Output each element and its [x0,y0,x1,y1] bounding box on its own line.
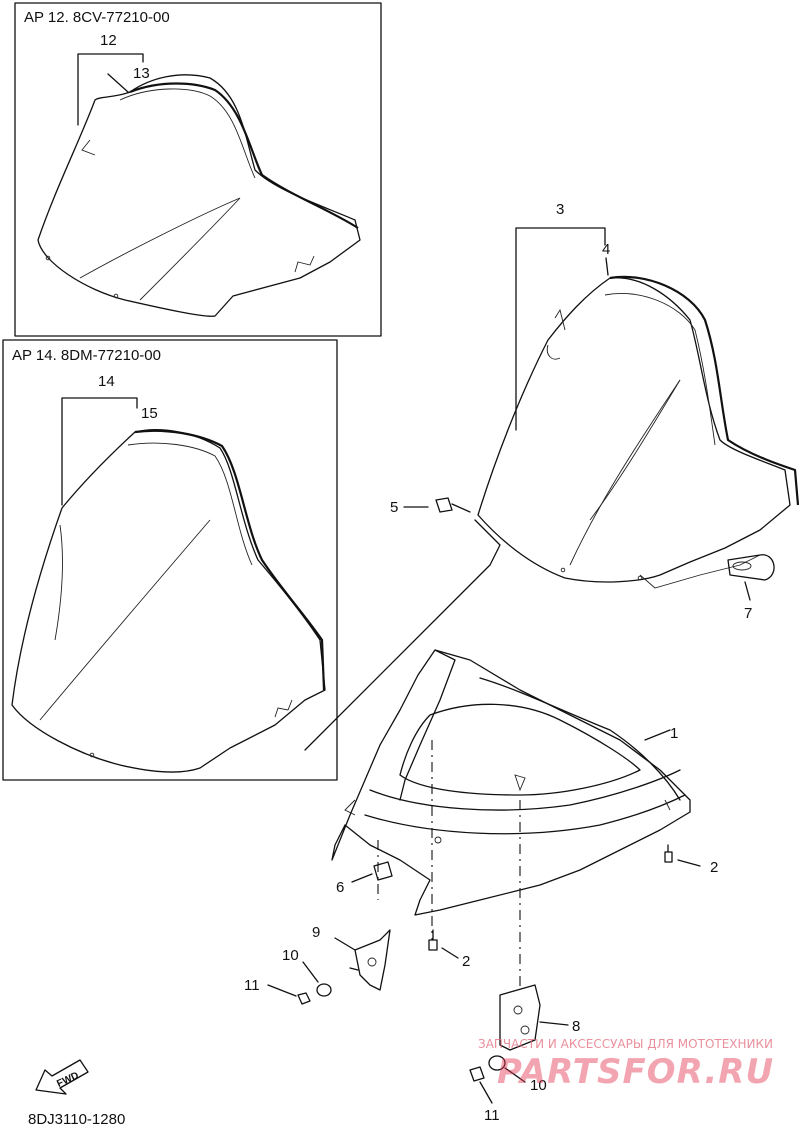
leader-13 [107,73,129,93]
fwd-arrow: FWD [35,1059,89,1095]
bolt-5: 5 [390,497,471,516]
windscreen-main-trim [609,275,800,506]
box-frame [2,339,338,781]
alt-part-box-ap14: AP 14. 8DM-77210-00 14 15 [2,339,338,781]
watermark-logo: PARTSFOR.RU [497,1052,774,1092]
bolt-2-center: 2 [428,929,470,970]
callout-11: 11 [244,977,260,994]
callout-2: 2 [462,953,470,970]
callout-3: 3 [556,201,564,218]
callout-10: 10 [282,947,299,964]
bolt-2-right: 2 [664,844,718,876]
cowl-window [399,703,641,796]
callout-6: 6 [336,879,344,896]
windscreen-ap12-trim [129,82,359,229]
box-title: AP 14. 8DM-77210-00 [12,347,161,364]
nut-11-right: 11 [469,1066,500,1124]
washer-10-left: 10 [282,947,332,997]
grommet-6: 6 [336,861,393,896]
diagram-code: 8DJ3110-1280 [28,1111,125,1128]
callout-8: 8 [572,1018,580,1035]
leader-to-cowl [304,519,501,751]
windscreen-ap12 [37,74,361,317]
bracket [354,929,391,991]
washer-10-right: 10 [488,1055,547,1094]
callout-1: 1 [670,725,678,742]
callout-14: 14 [98,373,115,390]
knob-7: 7 [727,554,775,622]
callout-10: 10 [530,1077,547,1094]
bracket-12 [77,53,144,126]
arrow-icon [35,1059,89,1095]
bracket-14 [61,397,138,506]
bracket-9: 9 [312,924,391,991]
nut-11-left: 11 [244,977,311,1005]
windscreen-main: 3 4 [304,201,800,751]
callout-5: 5 [390,499,398,516]
callout-2: 2 [710,859,718,876]
watermark: ЗАПЧАСТИ И АКСЕССУАРЫ ДЛЯ МОТОТЕХНИКИ PA… [478,1037,774,1092]
callout-13: 13 [133,65,150,82]
box-frame [14,2,382,337]
callout-9: 9 [312,924,320,941]
watermark-tagline: ЗАПЧАСТИ И АКСЕССУАРЫ ДЛЯ МОТОТЕХНИКИ [478,1037,773,1051]
bolt-head [435,497,453,513]
windscreen-ap14-trim [134,429,326,691]
bracket-3 [515,227,606,431]
windscreen-ap14 [11,429,326,773]
bracket [499,984,541,1051]
fwd-label: FWD [55,1070,80,1090]
box-title: AP 12. 8CV-77210-00 [24,9,170,26]
alt-part-box-ap12: AP 12. 8CV-77210-00 12 13 [14,2,382,337]
cowl-1: 1 [331,649,691,916]
callout-15: 15 [141,405,158,422]
bracket-8: 8 [499,984,580,1051]
cowl-outline [331,649,691,916]
windscreen-main-outline [477,277,791,583]
callout-12: 12 [100,32,117,49]
callout-11: 11 [484,1107,500,1124]
callout-4: 4 [602,241,610,258]
callout-7: 7 [744,605,752,622]
knob [727,554,775,581]
